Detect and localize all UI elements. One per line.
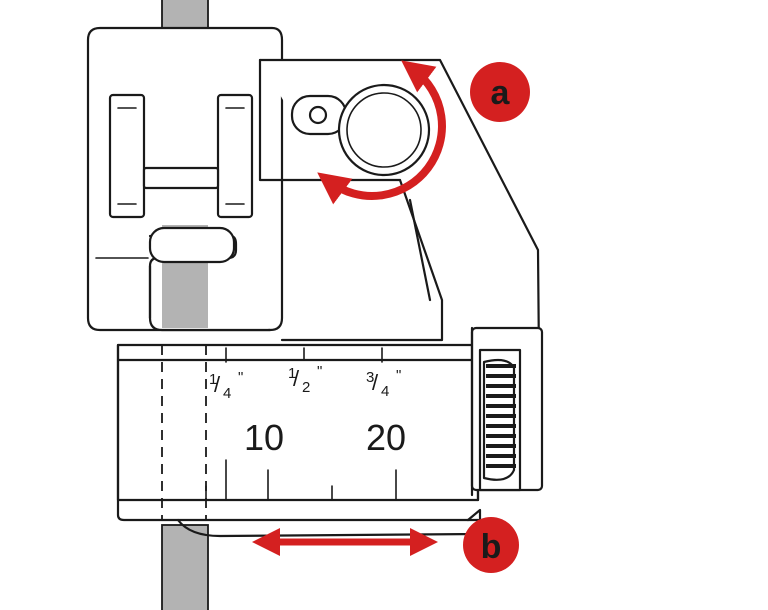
svg-text:a: a: [491, 74, 511, 112]
label-three-quarter-inch: 3 / 4 ": [366, 367, 401, 400]
svg-text:": ": [238, 369, 243, 386]
mm-scale: 10 20: [244, 417, 406, 458]
svg-text:b: b: [481, 528, 502, 566]
seam-guide-slide: [116, 343, 482, 538]
svg-text:/: /: [372, 370, 379, 395]
svg-text:4: 4: [223, 385, 231, 402]
callout-a: a: [470, 62, 530, 122]
label-20: 20: [366, 417, 406, 458]
shaft: [161, 0, 209, 610]
adjust-wheel[interactable]: [470, 326, 544, 497]
inch-scale: 1 / 4 " 1 / 2 " 3 / 4 ": [209, 363, 401, 402]
label-10: 10: [244, 417, 284, 458]
svg-text:1: 1: [288, 365, 296, 382]
presser-foot: [86, 26, 284, 332]
thumb-screw[interactable]: [337, 83, 431, 177]
curved-double-arrow-icon: [317, 60, 446, 205]
svg-text:/: /: [214, 372, 221, 397]
svg-text:": ": [396, 367, 401, 384]
callout-b: b: [463, 517, 519, 573]
svg-text:3: 3: [366, 369, 374, 386]
svg-text:2: 2: [302, 379, 310, 396]
svg-text:1: 1: [209, 371, 217, 388]
label-half-inch: 1 / 2 ": [288, 363, 322, 396]
svg-text:/: /: [293, 366, 300, 391]
svg-text:4: 4: [381, 383, 389, 400]
label-quarter-inch: 1 / 4 ": [209, 369, 243, 402]
svg-text:": ": [317, 363, 322, 380]
